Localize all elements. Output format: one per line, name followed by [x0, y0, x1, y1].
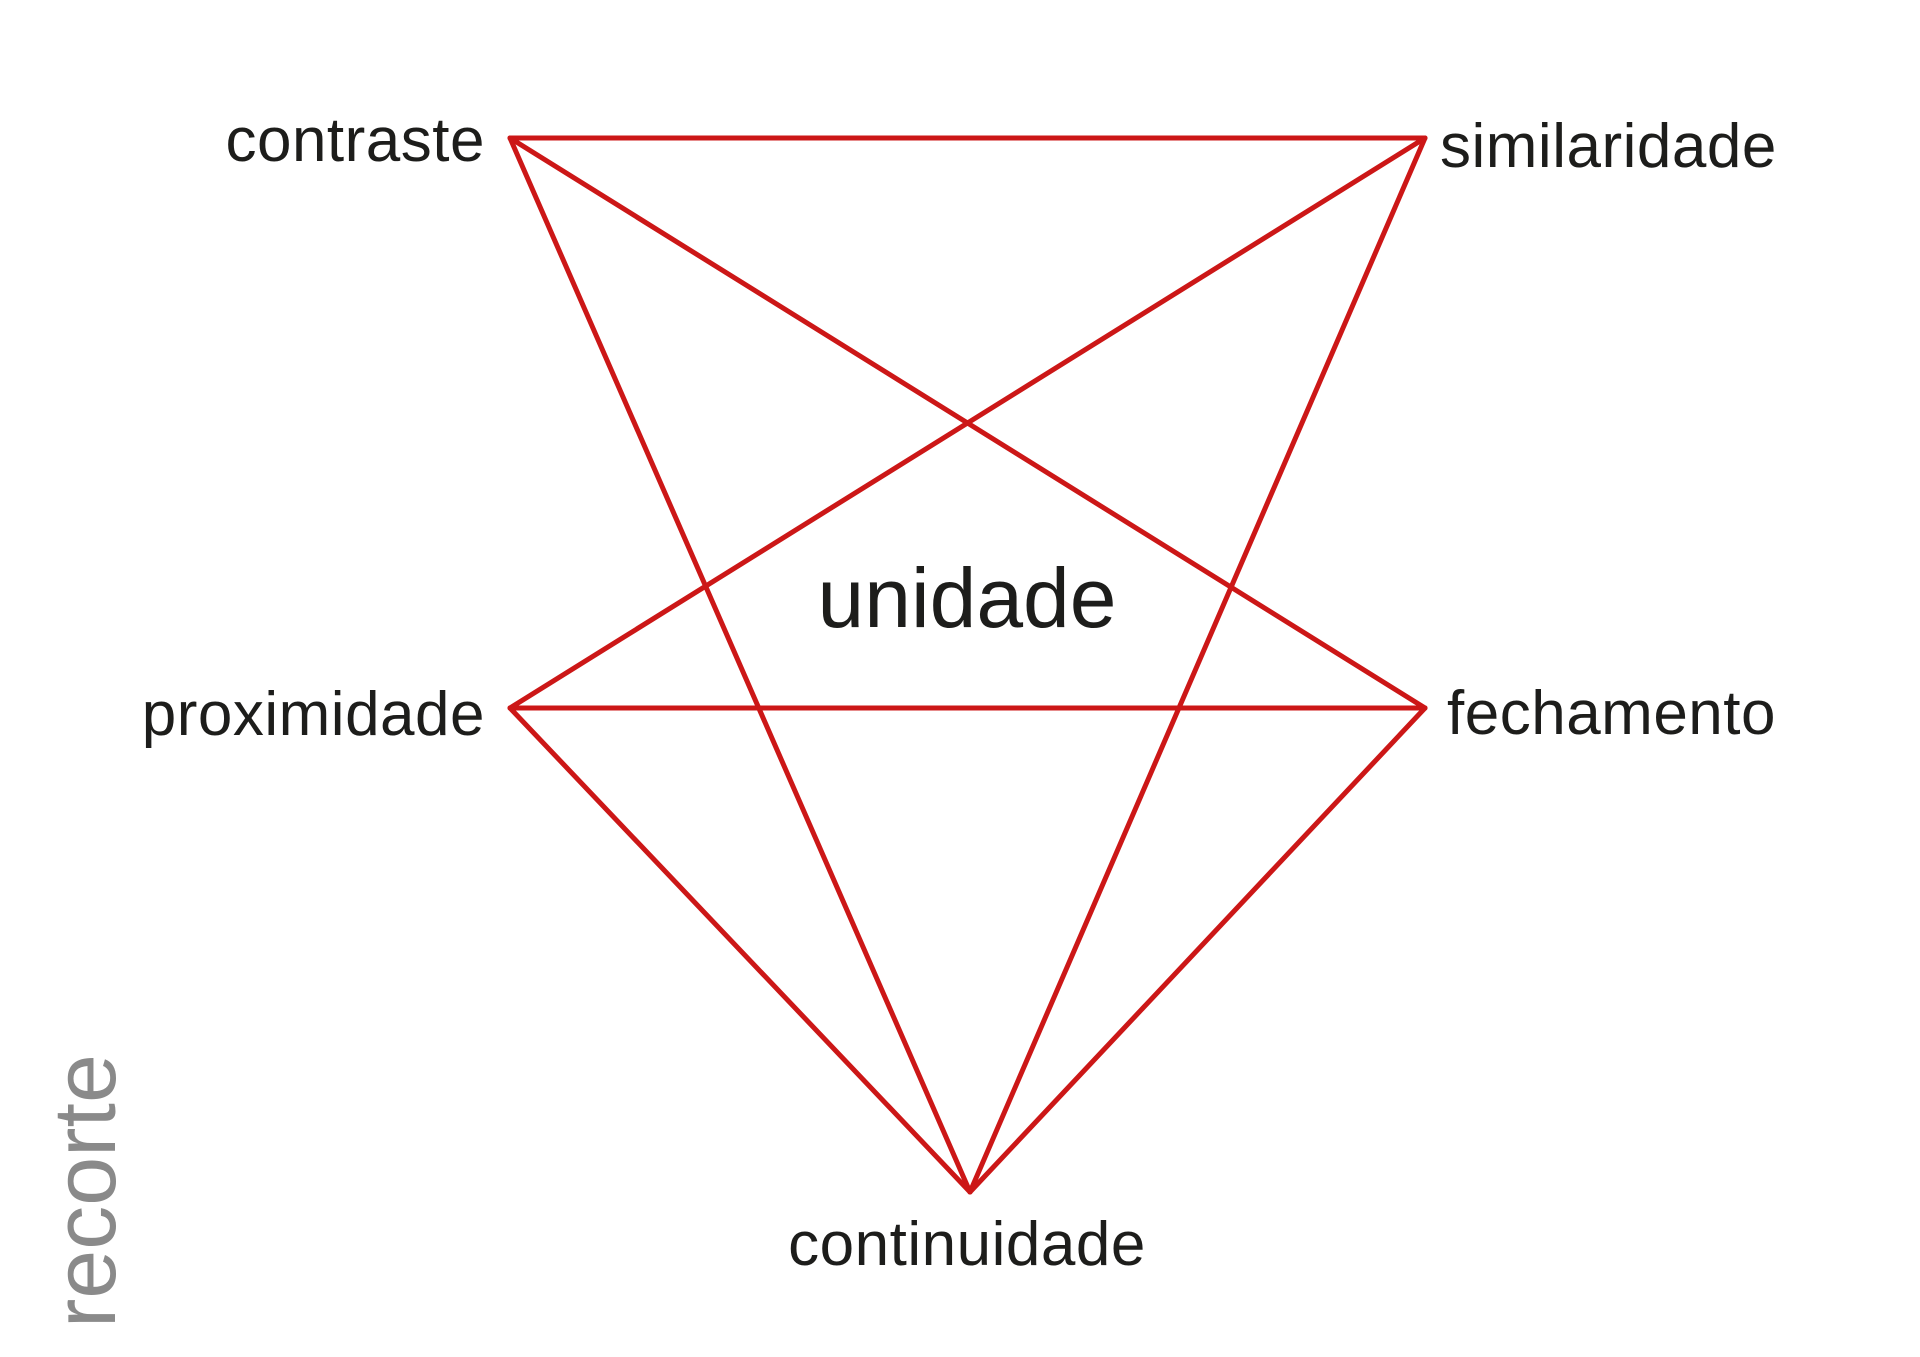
diagram-edges	[507, 135, 1428, 1195]
edge-proximidade-continuidade	[507, 705, 973, 1195]
node-label-similaridade: similaridade	[1440, 112, 1777, 181]
node-label-fechamento: fechamento	[1447, 679, 1776, 748]
node-label-continuidade: continuidade	[788, 1210, 1146, 1279]
center-label-unidade: unidade	[818, 551, 1117, 645]
edge-fechamento-continuidade	[967, 705, 1428, 1195]
edge-similaridade-proximidade	[507, 135, 1428, 711]
node-label-contraste: contraste	[225, 106, 485, 175]
edge-similaridade-continuidade	[967, 135, 1428, 1195]
side-label-recorte: recorte	[35, 1054, 134, 1328]
edge-contraste-continuidade	[507, 135, 973, 1195]
node-label-proximidade: proximidade	[142, 680, 485, 749]
